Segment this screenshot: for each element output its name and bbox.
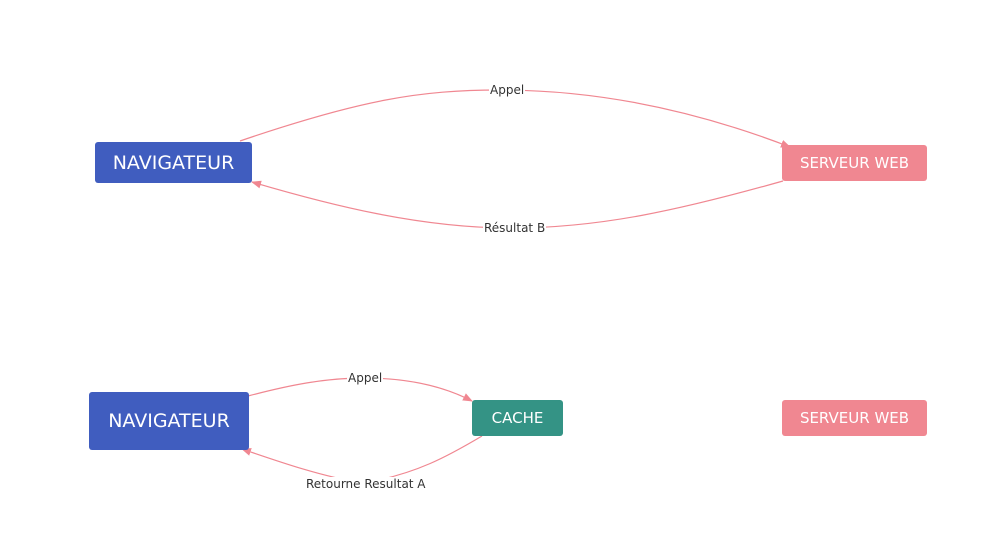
edge-label-top-resultat: Résultat B bbox=[483, 221, 547, 235]
edge-label-bottom-appel: Appel bbox=[347, 371, 384, 385]
node-cache[interactable]: CACHE bbox=[472, 400, 563, 436]
edge-bottom-retour bbox=[241, 435, 483, 484]
node-serveur-web-bottom[interactable]: SERVEUR WEB bbox=[782, 400, 927, 436]
node-navigateur-top[interactable]: NAVIGATEUR bbox=[95, 142, 252, 183]
node-serveur-web-top[interactable]: SERVEUR WEB bbox=[782, 145, 927, 181]
edge-label-bottom-retour: Retourne Resultat A bbox=[305, 477, 427, 491]
edge-label-top-appel: Appel bbox=[489, 83, 526, 97]
edge-top-appel bbox=[239, 89, 791, 148]
node-navigateur-bottom[interactable]: NAVIGATEUR bbox=[89, 392, 249, 450]
